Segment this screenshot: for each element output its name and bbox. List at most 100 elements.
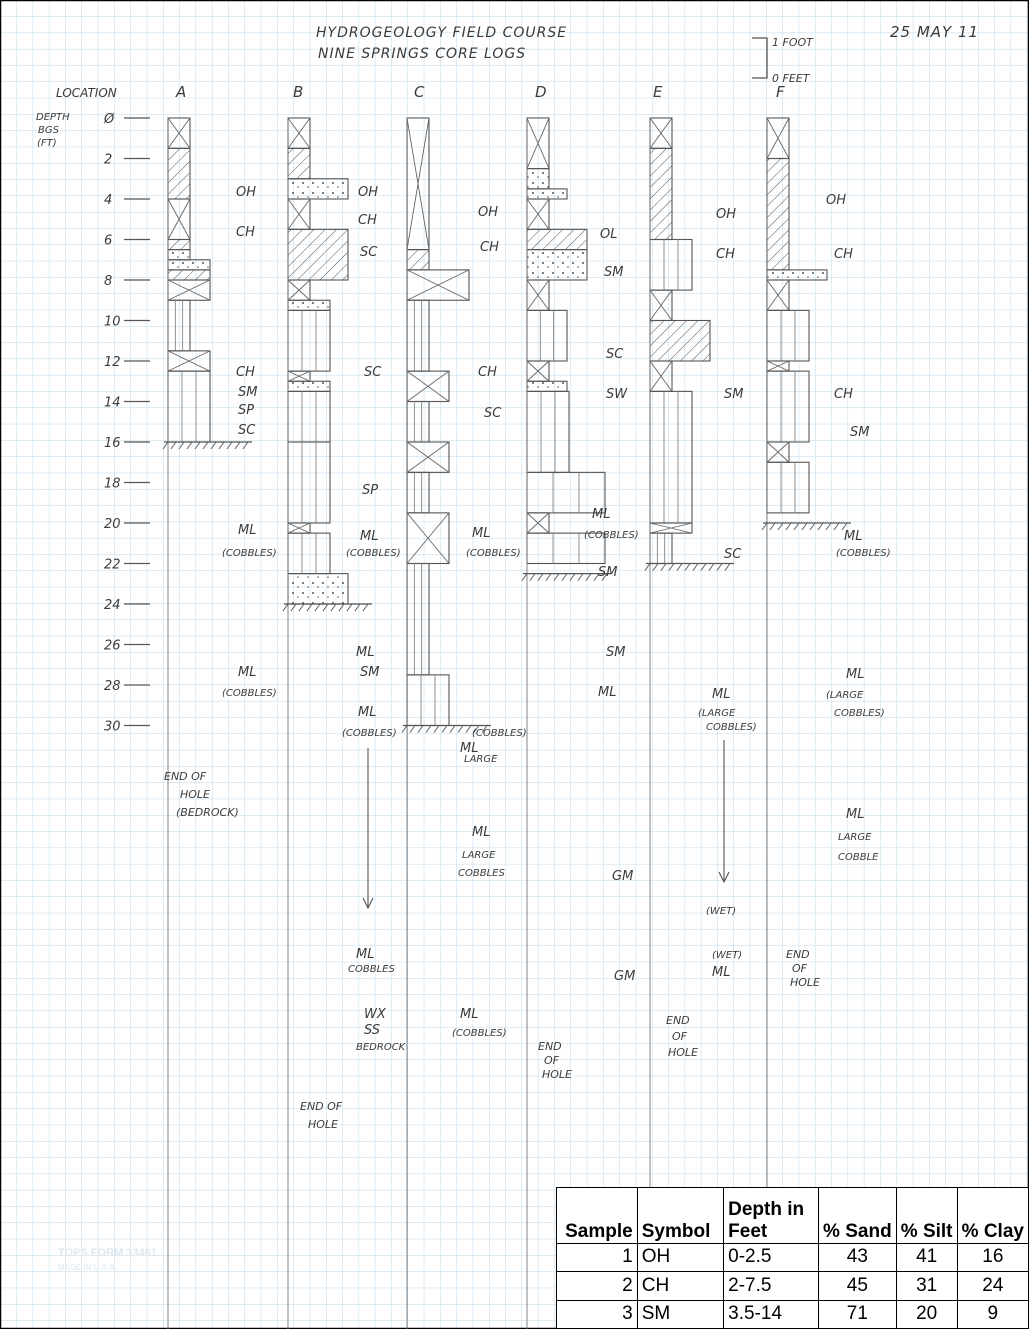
- paper-stamp-line-1: TOPS FORM 33461: [58, 1247, 157, 1259]
- core-symbol-label: LARGE: [838, 832, 872, 843]
- core-symbol-label: SM: [360, 665, 379, 680]
- header-depth: Depth in Feet: [724, 1188, 819, 1244]
- core-segment: [288, 229, 348, 280]
- core-symbol-label: OH: [236, 185, 256, 200]
- core-symbol-label: ML: [712, 965, 730, 980]
- paper-stamp-line-2: MADE IN U.S.A.: [58, 1263, 117, 1272]
- core-segment: [168, 260, 210, 270]
- title-line-2: NINE SPRINGS CORE LOGS: [318, 46, 526, 62]
- core-symbol-label: SW: [606, 387, 628, 402]
- core-segment: [527, 189, 567, 199]
- depth-tick-label: 30: [104, 720, 121, 735]
- core-symbol-label: ML: [712, 687, 730, 702]
- core-segment: [168, 250, 190, 260]
- depth-tick-label: 20: [104, 517, 121, 532]
- core-symbol-label: COBBLES): [834, 708, 885, 719]
- core-symbol-label: ML: [238, 523, 256, 538]
- core-symbol-label: ML: [238, 665, 256, 680]
- location-label: LOCATION: [56, 86, 117, 100]
- header-sample: Sample: [557, 1188, 638, 1244]
- core-segment: [527, 381, 567, 391]
- core-symbol-label: ML: [844, 529, 862, 544]
- core-symbol-label: (COBBLES): [222, 548, 277, 559]
- cell-depth: 3.5-14: [724, 1300, 819, 1328]
- core-symbol-label: SC: [238, 423, 256, 438]
- depth-label-line-2: BGS: [38, 125, 60, 136]
- core-symbol-label: (COBBLES): [346, 548, 401, 559]
- core-symbol-label: SM: [238, 385, 257, 400]
- header-symbol: Symbol: [637, 1188, 723, 1244]
- core-symbol-label: SC: [606, 347, 624, 362]
- core-symbol-label: ML: [472, 825, 490, 840]
- core-symbol-label: CH: [236, 365, 255, 380]
- cell-sample: 2: [557, 1272, 638, 1300]
- end-of-hole-note: HOLE: [668, 1046, 698, 1059]
- core-symbol-label: (COBBLES): [342, 728, 397, 739]
- core-symbol-label: COBBLES: [348, 964, 395, 975]
- core-symbol-label: OH: [478, 205, 498, 220]
- header-sand: % Sand: [819, 1188, 897, 1244]
- core-segment: [288, 300, 330, 310]
- cell-sand: 71: [819, 1300, 897, 1328]
- core-symbol-label: COBBLE: [838, 852, 879, 863]
- core-symbol-label: SM: [598, 565, 617, 580]
- core-segment: [288, 179, 348, 199]
- core-symbol-label: ML: [358, 705, 376, 720]
- core-segment: [767, 270, 827, 280]
- core-symbol-label: SM: [604, 265, 623, 280]
- depth-tick-label: 18: [104, 477, 121, 492]
- core-symbol-label: ML: [598, 685, 616, 700]
- depth-tick-label: 26: [104, 639, 121, 654]
- end-of-hole-note: HOLE: [542, 1068, 572, 1081]
- cell-symbol: CH: [637, 1272, 723, 1300]
- core-segment: [288, 574, 348, 604]
- cell-clay: 16: [957, 1243, 1028, 1271]
- depth-tick-label: 24: [104, 598, 121, 613]
- cell-symbol: OH: [637, 1243, 723, 1271]
- core-segment: [407, 250, 429, 270]
- location-letter-f: F: [776, 83, 785, 101]
- core-segment: [168, 240, 190, 250]
- cell-clay: 24: [957, 1272, 1028, 1300]
- core-symbol-label: SP: [238, 403, 254, 418]
- core-symbol-label: COBBLES: [458, 868, 505, 879]
- cell-sample: 3: [557, 1300, 638, 1328]
- core-symbol-label: SC: [484, 406, 502, 421]
- depth-label-line-3: (FT): [37, 138, 57, 149]
- core-symbol-label: SC: [724, 547, 742, 562]
- header-clay: % Clay: [957, 1188, 1028, 1244]
- end-of-hole-note: END: [538, 1040, 562, 1053]
- core-segment: [527, 229, 587, 249]
- core-symbol-label: OL: [600, 227, 617, 242]
- core-symbol-label: (COBBLES): [466, 548, 521, 559]
- end-of-hole-note: END: [666, 1014, 690, 1027]
- core-symbol-label: CH: [716, 247, 735, 262]
- core-symbol-label: (LARGE: [826, 690, 864, 701]
- depth-tick-label: 6: [104, 234, 112, 249]
- core-segment: [168, 148, 190, 199]
- core-segment: [650, 321, 710, 362]
- depth-tick-label: 10: [104, 315, 121, 330]
- core-symbol-label: CH: [358, 213, 377, 228]
- core-segment: [767, 159, 789, 270]
- core-symbol-label: CH: [478, 365, 497, 380]
- depth-tick-label: 22: [104, 558, 121, 573]
- cell-clay: 9: [957, 1300, 1028, 1328]
- end-of-hole-note: OF: [544, 1054, 560, 1067]
- core-symbol-label: OH: [716, 207, 736, 222]
- core-symbol-label: SC: [360, 245, 378, 260]
- core-symbol-label: SM: [850, 425, 869, 440]
- depth-tick-label: 8: [104, 274, 112, 289]
- core-symbol-label: (COBBLES): [584, 530, 639, 541]
- core-symbol-label: BEDROCK: [356, 1042, 407, 1053]
- core-symbol-label: WX: [364, 1007, 387, 1022]
- header-silt: % Silt: [896, 1188, 957, 1244]
- core-segment: [650, 148, 672, 239]
- core-symbol-label: ML: [360, 529, 378, 544]
- depth-tick-label: 2: [104, 153, 112, 168]
- cell-symbol: SM: [637, 1300, 723, 1328]
- core-symbol-label: COBBLES): [706, 722, 757, 733]
- core-symbol-label: OH: [826, 193, 846, 208]
